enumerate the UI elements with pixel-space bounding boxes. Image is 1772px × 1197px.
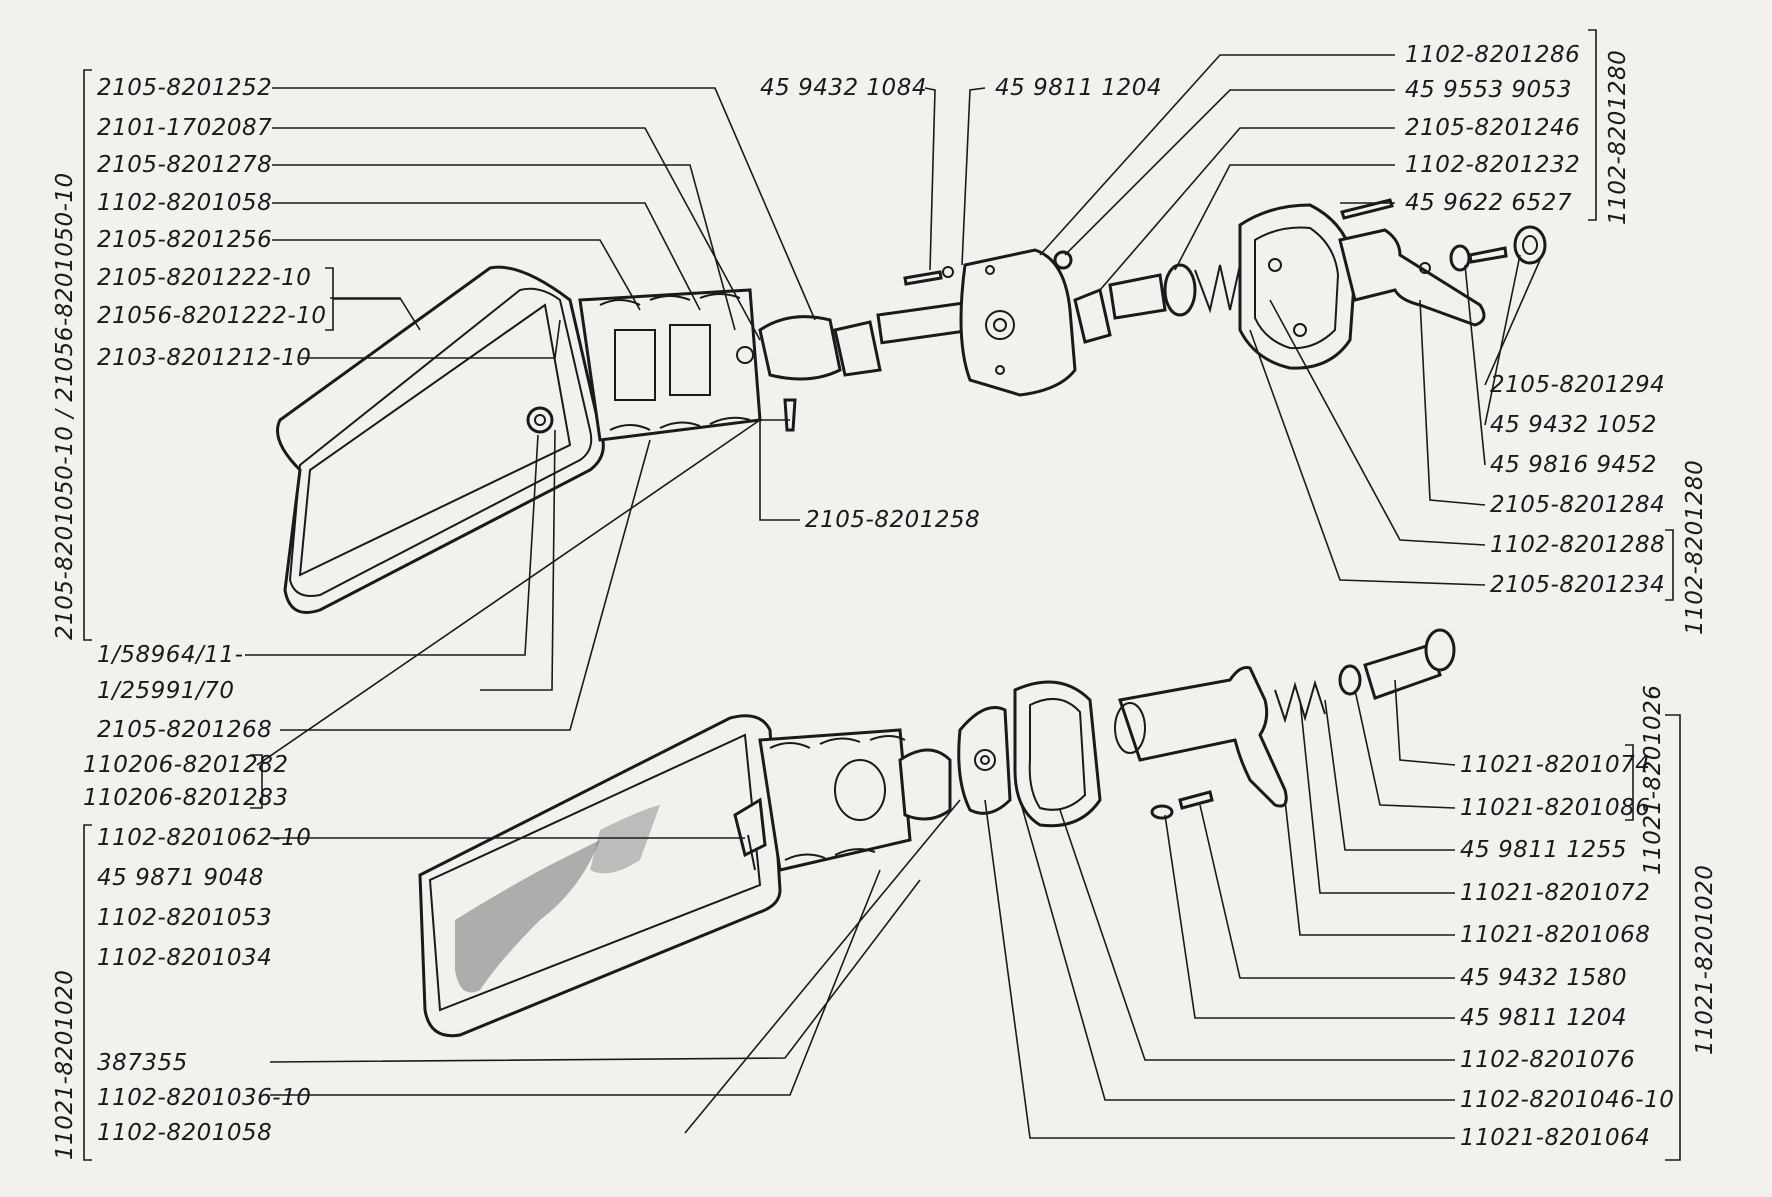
label-bottom-right-1: 11021-8201074	[1460, 752, 1651, 778]
label-bottom-left-1: 1102-8201062-10	[97, 825, 312, 851]
label-mid-left-3: 2105-8201268	[97, 717, 273, 743]
label-mid-right-6: 2105-8201234	[1490, 572, 1666, 598]
label-bottom-right-7: 45 9811 1204	[1460, 1005, 1627, 1031]
label-top-left-8: 2103-8201212-10	[97, 345, 312, 371]
label-mid-left-4: 110206-8201282	[83, 752, 289, 778]
label-top-left-2: 2101-1702087	[97, 115, 273, 141]
label-mid-right-1: 2105-8201294	[1490, 372, 1666, 398]
label-top-right-4: 1102-8201232	[1405, 152, 1581, 178]
label-bottom-right-10: 11021-8201064	[1460, 1125, 1651, 1151]
label-top-left-1: 2105-8201252	[97, 75, 273, 101]
label-bottom-right-2: 11021-8201086	[1460, 795, 1651, 821]
label-bottom-right-4: 11021-8201072	[1460, 880, 1651, 906]
label-top-mid-2: 45 9811 1204	[995, 75, 1162, 101]
label-mid-right-5: 1102-8201288	[1490, 532, 1666, 558]
vertical-label-right-top: 1102-8201280	[1605, 49, 1631, 225]
label-bottom-left-3: 1102-8201053	[97, 905, 273, 931]
label-mid-right-4: 2105-8201284	[1490, 492, 1666, 518]
label-top-right-2: 45 9553 9053	[1405, 77, 1572, 103]
label-bottom-left-4: 1102-8201034	[97, 945, 273, 971]
label-bottom-left-2: 45 9871 9048	[97, 865, 264, 891]
label-top-left-4: 1102-8201058	[97, 190, 273, 216]
top-mirror-assembly	[276, 198, 1547, 614]
vertical-label-right-lower-a: 11021-8201026	[1640, 684, 1666, 875]
label-top-left-7: 21056-8201222-10	[97, 303, 327, 329]
label-bottom-right-5: 11021-8201068	[1460, 922, 1651, 948]
leader-lines	[83, 29, 1681, 1161]
label-top-left-6: 2105-8201222-10	[97, 265, 312, 291]
label-bottom-left-6: 1102-8201036-10	[97, 1085, 312, 1111]
bottom-mirror-assembly	[418, 628, 1456, 1038]
label-bottom-left-7: 1102-8201058	[97, 1120, 273, 1146]
label-mid-left-1: 1/58964/11-	[97, 642, 244, 668]
label-bottom-right-3: 45 9811 1255	[1460, 837, 1627, 863]
label-bottom-left-5: 387355	[97, 1050, 188, 1076]
label-top-right-1: 1102-8201286	[1405, 42, 1581, 68]
label-mid-left-5: 110206-8201283	[83, 785, 289, 811]
vertical-label-right-mid: 1102-8201280	[1682, 459, 1708, 635]
vertical-label-left-bottom: 11021-8201020	[52, 969, 78, 1160]
label-top-right-5: 45 9622 6527	[1405, 190, 1572, 216]
vertical-label-right-lower-b: 11021-8201020	[1692, 864, 1718, 1055]
label-top-left-5: 2105-8201256	[97, 227, 273, 253]
label-top-mid-1: 45 9432 1084	[760, 75, 927, 101]
label-mid-right-3: 45 9816 9452	[1490, 452, 1657, 478]
label-mid-center: 2105-8201258	[805, 507, 981, 533]
label-bottom-right-6: 45 9432 1580	[1460, 965, 1627, 991]
label-mid-left-2: 1/25991/70	[97, 678, 235, 704]
label-bottom-right-9: 1102-8201046-10	[1460, 1087, 1675, 1113]
label-mid-right-2: 45 9432 1052	[1490, 412, 1657, 438]
vertical-label-left-top: 2105-8201050-10 / 21056-8201050-10	[52, 172, 78, 640]
label-bottom-right-8: 1102-8201076	[1460, 1047, 1636, 1073]
label-top-right-3: 2105-8201246	[1405, 115, 1581, 141]
label-top-left-3: 2105-8201278	[97, 152, 273, 178]
